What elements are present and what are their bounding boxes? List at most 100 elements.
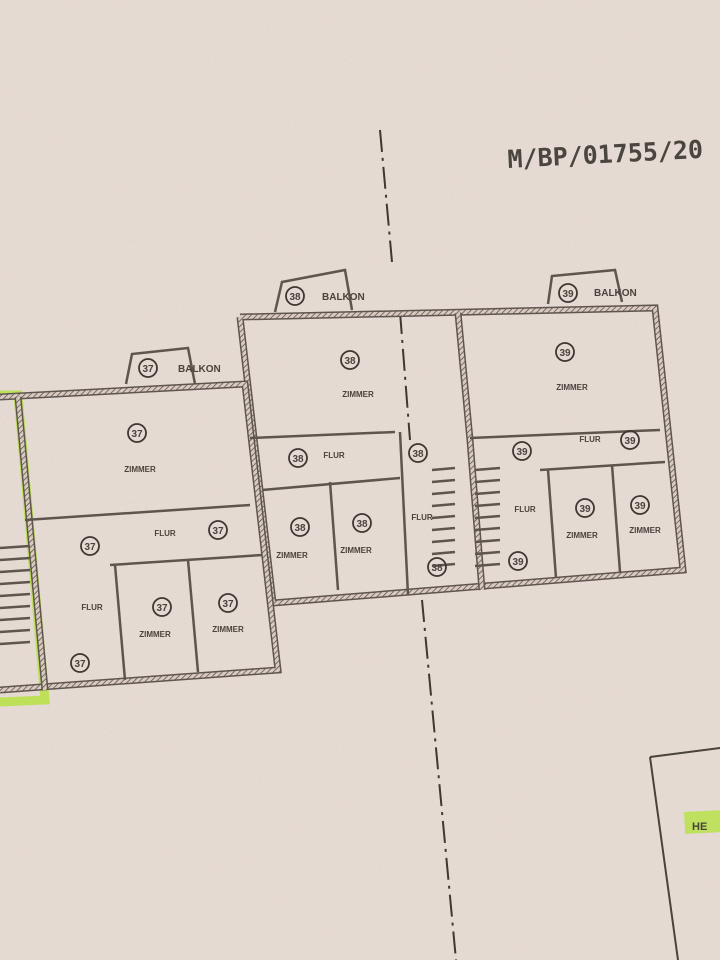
- stair-step: [474, 526, 501, 532]
- room-label: ZIMMER: [124, 465, 156, 474]
- partition: [610, 464, 622, 573]
- room-number: 39: [562, 289, 574, 300]
- partition: [249, 430, 396, 440]
- stair-step: [431, 526, 456, 532]
- stair-step: [0, 580, 31, 586]
- room-label: FLUR: [154, 529, 176, 538]
- room-label: BALKON: [322, 292, 365, 303]
- walls: [0, 129, 687, 960]
- stair-step: [474, 466, 501, 472]
- partition: [109, 553, 263, 567]
- stair-step: [474, 502, 501, 508]
- room-number: 38: [356, 519, 368, 530]
- room-number-circle: [352, 513, 372, 533]
- room-number-circle: [620, 430, 640, 450]
- room-number: 38: [431, 563, 443, 574]
- stair-step: [431, 538, 456, 544]
- party-wall-38-39-hatch: [456, 312, 484, 591]
- stair-step: [0, 592, 31, 598]
- room-number-circle: [208, 520, 228, 540]
- stair-step: [474, 562, 501, 568]
- room-label: FLUR: [411, 513, 433, 522]
- room-label: ZIMMER: [212, 625, 244, 634]
- stair-step: [431, 550, 456, 556]
- room-wc-38: 38: [427, 557, 447, 577]
- partition: [539, 460, 666, 472]
- stair-step: [0, 616, 31, 622]
- room-number-circle: [70, 653, 90, 673]
- room-number-circle: [127, 423, 147, 443]
- room-label: ZIMMER: [566, 531, 598, 540]
- room-number: 37: [131, 429, 143, 440]
- stair-step: [474, 490, 501, 496]
- room-number-circle: [408, 443, 428, 463]
- room-number: 39: [634, 501, 646, 512]
- room-number-circle: [630, 495, 650, 515]
- room-number-circle: [508, 551, 528, 571]
- room-number: 37: [212, 526, 224, 537]
- stair-step: [474, 478, 501, 484]
- partition: [24, 503, 251, 522]
- room-label: ZIMMER: [556, 383, 588, 392]
- room-number: 37: [84, 542, 96, 553]
- room-label: FLUR: [579, 435, 601, 444]
- party-wall-left-hatch: [16, 396, 47, 691]
- room-number: 37: [222, 599, 234, 610]
- partition: [546, 469, 558, 579]
- room-label: ZIMMER: [342, 390, 374, 399]
- balcony-outline: [124, 346, 197, 385]
- legend-box-text: HE: [692, 821, 707, 833]
- stair-step: [474, 550, 501, 556]
- room-number-circle: [575, 498, 595, 518]
- room-number: 37: [156, 603, 168, 614]
- room-number: 39: [559, 348, 571, 359]
- partition: [398, 431, 410, 596]
- partition: [186, 559, 200, 673]
- room-number: 39: [579, 504, 591, 515]
- room-label: BALKON: [178, 364, 221, 375]
- room-number-circle: [138, 358, 158, 378]
- stair-step: [431, 490, 456, 496]
- room-number: 37: [142, 364, 154, 375]
- axis-line: [379, 129, 393, 263]
- room-label: FLUR: [514, 505, 536, 514]
- stair-step: [474, 514, 501, 520]
- outer-wall-unit-37-hatch: [0, 381, 281, 692]
- room-label: FLUR: [323, 451, 345, 460]
- room-number: 37: [74, 659, 86, 670]
- stair-step: [0, 544, 31, 550]
- room-label: ZIMMER: [276, 551, 308, 560]
- room-flur-37: 37 FLUR: [154, 520, 228, 540]
- axis-line: [421, 599, 457, 960]
- room-number-circle: [218, 593, 238, 613]
- room-number: 39: [512, 557, 524, 568]
- room-label: ZIMMER: [139, 630, 171, 639]
- room-balkon-37: 37 BALKON: [138, 358, 221, 378]
- stair-step: [0, 640, 31, 646]
- room-number: 39: [516, 447, 528, 458]
- room-number-circle: [512, 441, 532, 461]
- room-label: FLUR: [81, 603, 103, 612]
- legend-box: HE: [649, 747, 720, 960]
- room-number-circle: [288, 448, 308, 468]
- room-number-circle: [340, 350, 360, 370]
- room-number-circle: [290, 517, 310, 537]
- axis-line: [399, 311, 411, 441]
- room-wc-39: 39: [508, 551, 528, 571]
- room-number: 38: [294, 523, 306, 534]
- stair-step: [0, 556, 31, 562]
- stair-step: [0, 628, 31, 634]
- stair-step: [431, 466, 456, 472]
